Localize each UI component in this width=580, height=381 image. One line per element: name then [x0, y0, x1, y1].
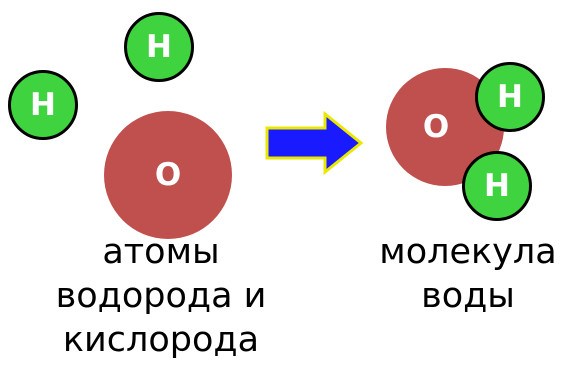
caption-line: воды: [421, 276, 515, 316]
atoms-caption: атомы водорода и кислорода: [18, 230, 304, 362]
right-arrow-icon: [265, 110, 364, 176]
caption-line: кислорода: [62, 320, 260, 360]
hydrogen-atom: H: [8, 70, 78, 140]
hydrogen-symbol: H: [497, 79, 523, 115]
molecule-caption: молекула воды: [360, 230, 576, 318]
caption-line: молекула: [379, 232, 557, 272]
hydrogen-atom: H: [124, 12, 194, 82]
caption-line: атомы: [102, 232, 220, 272]
molecule-hydrogen-atom: H: [462, 151, 532, 221]
oxygen-atom: O: [104, 111, 232, 239]
oxygen-symbol: O: [422, 109, 450, 145]
caption-line: водорода и: [55, 276, 267, 316]
oxygen-symbol: O: [154, 157, 182, 193]
hydrogen-symbol: H: [146, 29, 172, 65]
hydrogen-symbol: H: [30, 87, 56, 123]
molecule-hydrogen-atom: H: [475, 62, 545, 132]
hydrogen-symbol: H: [484, 168, 510, 204]
